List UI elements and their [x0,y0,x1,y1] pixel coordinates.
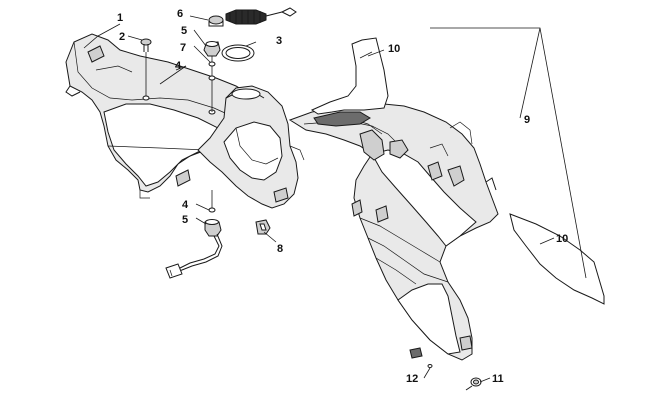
screw-11 [465,377,482,391]
grommet-cable [208,7,297,27]
callout-12: 12 [406,373,418,385]
callout-7: 7 [180,42,186,54]
callout-labels: 1 2 3 4 4 5 5 6 7 8 9 10 10 11 12 [117,8,568,385]
side-panel-assembly [288,103,499,361]
callout-5-upper: 5 [181,25,187,37]
callout-9: 9 [524,114,530,126]
callout-3: 3 [276,35,282,47]
callout-2: 2 [119,31,125,43]
gasket-ring [221,44,255,62]
switch-harness [165,219,223,279]
nut-upper [208,75,216,81]
callout-8: 8 [277,243,283,255]
flap-upper [310,37,389,115]
callout-10-lower: 10 [556,233,568,245]
nut-lower [208,207,216,213]
callout-4-lower: 4 [182,199,189,211]
washer-7 [208,61,216,67]
screw-2 [140,38,152,52]
clip-12 [409,347,433,368]
callout-1: 1 [117,12,123,24]
callout-10-upper: 10 [388,43,400,55]
console-panel [197,85,305,209]
callout-11: 11 [492,373,504,385]
clip-8 [255,219,271,235]
leader-lines [83,15,555,383]
callout-6: 6 [177,8,183,20]
assembly-bracket-9 [430,27,587,279]
flap-lower [509,213,605,305]
alignment-lines [145,52,213,208]
callout-5-lower: 5 [182,214,188,226]
connector-upper [203,41,221,57]
callout-4-upper: 4 [175,60,182,72]
